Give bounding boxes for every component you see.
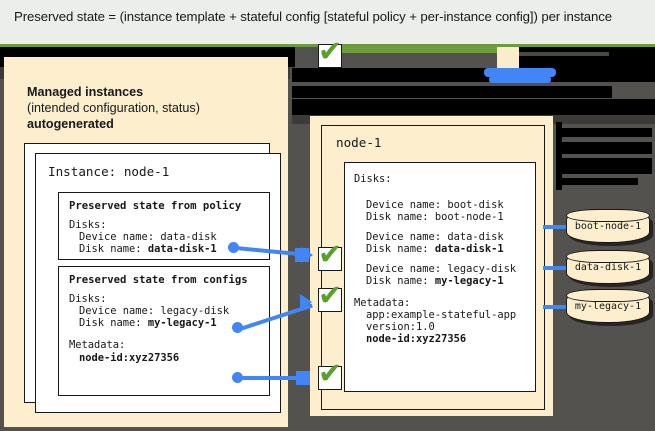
obscured-blue-scribble [484, 68, 556, 77]
managed-instances-panel: Managed instances (intended configuratio… [4, 57, 288, 427]
obscured-blue-scribble [489, 76, 551, 83]
redaction-bar [560, 158, 652, 174]
redaction-bar [519, 47, 655, 68]
node-data-disk-row: Disk name: data-disk-1 [366, 243, 504, 255]
node-legacy-disk-value: my-legacy-1 [434, 275, 504, 287]
configs-disk-name-row: Disk name: my-legacy-1 [79, 317, 217, 329]
node-legacy-disk-prefix: Disk name: [366, 275, 435, 287]
node-boot-device: Device name: boot-disk [366, 199, 504, 211]
connector-line-configs-metadata [240, 376, 310, 380]
node-card: node-1 Disks: Device name: boot-disk Dis… [321, 125, 545, 410]
check-icon: ✔ [318, 237, 343, 271]
node-data-disk-prefix: Disk name: [366, 243, 435, 255]
configs-disk-name-value: my-legacy-1 [147, 317, 217, 329]
disk-link-data [543, 266, 569, 270]
node-metadata-nodeid: node-id:xyz27356 [366, 333, 467, 345]
disk-label: boot-node-1 [574, 221, 642, 232]
disk-link-boot [543, 225, 569, 229]
connector-dot-configs-legacy [232, 322, 243, 333]
node-boot-disk: Disk name: boot-node-1 [366, 211, 504, 223]
check-badge-top: ✔ [318, 37, 342, 68]
connector-dot-policy-disk [228, 242, 239, 253]
node-data-disk-value: data-disk-1 [434, 243, 504, 255]
connector-arrow-configs-legacy [300, 294, 312, 310]
configs-disk-name-prefix: Disk name: [79, 317, 148, 329]
check-badge-data-disk: ✔ [318, 240, 342, 271]
configs-metadata-nodeid: node-id:xyz27356 [79, 352, 180, 364]
node-details-box: Disks: Device name: boot-disk Disk name:… [344, 162, 536, 392]
policy-device-name: Device name: data-disk [79, 231, 217, 243]
obscured-green-bar [330, 46, 505, 53]
node-heading: node-1 [336, 135, 382, 150]
running-instance-panel: node-1 Disks: Device name: boot-disk Dis… [310, 116, 553, 416]
configs-metadata-label: Metadata: [69, 339, 126, 351]
node-disks-label: Disks: [354, 173, 392, 185]
configs-card-title: Preserved state from configs [69, 274, 248, 286]
connector-joint-policy-disk [295, 248, 309, 262]
redaction-bar [560, 142, 652, 154]
disk-link-legacy [543, 305, 569, 309]
managed-instances-subtitle: (intended configuration, status) [27, 101, 200, 115]
redaction-bar [560, 178, 638, 185]
disk-boot-node-1: boot-node-1 [566, 209, 650, 243]
obscured-chip [497, 47, 519, 68]
redaction-bar [292, 99, 655, 115]
disk-label: data-disk-1 [574, 262, 642, 273]
check-icon: ✔ [318, 356, 343, 390]
policy-disk-name-prefix: Disk name: [79, 243, 148, 255]
check-icon: ✔ [318, 34, 343, 68]
disk-cap [566, 250, 650, 263]
disk-label: my-legacy-1 [574, 301, 642, 312]
managed-instances-autogenerated: autogenerated [27, 117, 114, 131]
policy-disk-name-row: Disk name: data-disk-1 [79, 243, 217, 255]
node-metadata-app: app:example-stateful-app [366, 309, 517, 321]
policy-disk-name-value: data-disk-1 [147, 243, 217, 255]
managed-instances-title: Managed instances [27, 85, 144, 99]
check-icon: ✔ [318, 278, 343, 312]
redaction-bar [292, 86, 612, 98]
redaction-bar [560, 128, 652, 137]
policy-disks-label: Disks: [69, 219, 107, 231]
redaction-bar [556, 122, 562, 190]
header-band [0, 0, 655, 46]
redaction-bar [292, 68, 655, 82]
redaction-bar [519, 52, 609, 56]
node-legacy-device: Device name: legacy-disk [366, 263, 517, 275]
preserved-state-policy-card: Preserved state from policy Disks: Devic… [58, 192, 270, 260]
check-badge-legacy-disk: ✔ [318, 281, 342, 312]
connector-joint-configs-metadata [296, 371, 310, 385]
node-metadata-label: Metadata: [354, 297, 411, 309]
connector-dot-configs-metadata [232, 372, 243, 383]
check-badge-metadata: ✔ [318, 359, 342, 390]
disk-cap [566, 289, 650, 302]
disk-my-legacy-1: my-legacy-1 [566, 289, 650, 323]
disk-data-disk-1: data-disk-1 [566, 250, 650, 284]
disk-cap [566, 209, 650, 222]
node-data-device: Device name: data-disk [366, 231, 504, 243]
page-title: Preserved state = (instance template + s… [14, 9, 612, 24]
node-legacy-disk-row: Disk name: my-legacy-1 [366, 275, 504, 287]
configs-device-name: Device name: legacy-disk [79, 305, 230, 317]
instance-heading: Instance: node-1 [48, 164, 170, 179]
policy-card-title: Preserved state from policy [69, 200, 242, 212]
configs-disks-label: Disks: [69, 293, 107, 305]
node-metadata-version: version:1.0 [366, 321, 435, 333]
instance-card: Instance: node-1 Preserved state from po… [35, 153, 281, 413]
